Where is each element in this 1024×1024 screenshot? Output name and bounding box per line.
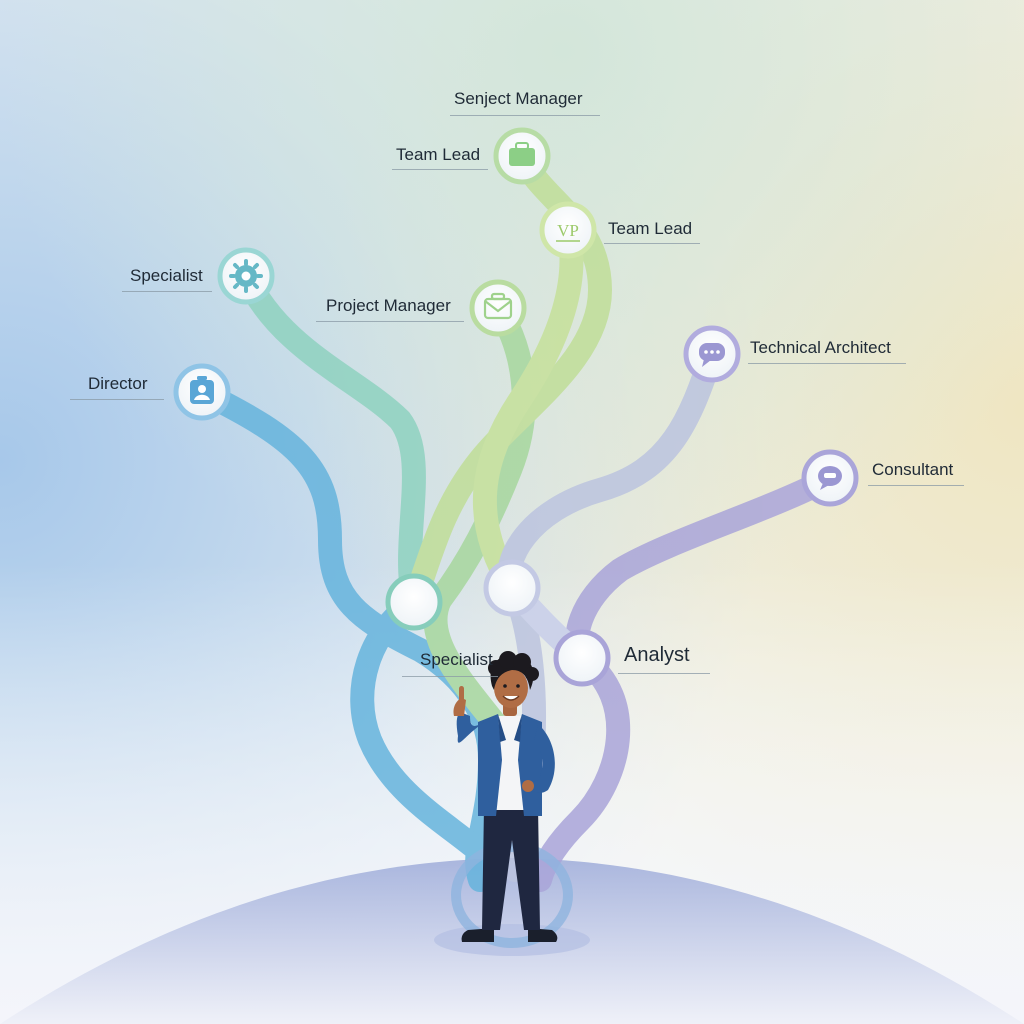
label-director: Director (88, 374, 148, 393)
underline (748, 363, 906, 364)
label-project-manager: Project Manager (326, 296, 451, 315)
briefcase-icon (509, 142, 535, 166)
label-specialist-mid: Specialist (420, 650, 493, 669)
node-team-lead-top[interactable] (493, 127, 551, 185)
node-junction-left[interactable] (385, 573, 443, 631)
underline (392, 169, 488, 170)
vp-badge-icon: VP (557, 221, 579, 240)
label-analyst: Analyst (624, 644, 690, 666)
label-consultant: Consultant (872, 460, 954, 479)
envelope-briefcase-icon (483, 292, 513, 320)
underline (450, 115, 600, 116)
label-technical-architect: Technical Architect (750, 338, 891, 357)
base-ring (451, 842, 573, 948)
node-analyst[interactable] (553, 629, 611, 687)
node-director[interactable] (173, 363, 231, 421)
node-project-manager[interactable] (469, 279, 527, 337)
speech-bubble-icon (699, 343, 725, 367)
underline (618, 673, 710, 674)
underline (868, 485, 964, 486)
label-team-lead-vp: Team Lead (608, 219, 693, 238)
id-badge-icon (190, 376, 214, 404)
underline (402, 676, 498, 677)
underline (604, 243, 700, 244)
node-consultant[interactable] (801, 449, 859, 507)
label-team-lead-top: Team Lead (396, 145, 481, 164)
gear-icon (229, 259, 263, 293)
label-senject-manager: Senject Manager (454, 89, 583, 108)
label-specialist-top: Specialist (130, 266, 203, 285)
chat-icon (818, 466, 842, 490)
node-junction-center[interactable] (483, 559, 541, 617)
path-vp (472, 218, 584, 600)
underline (316, 321, 464, 322)
underline (122, 291, 212, 292)
path-specialist (234, 264, 426, 614)
node-specialist-top[interactable] (217, 247, 275, 305)
node-technical-architect[interactable] (683, 325, 741, 383)
underline (70, 399, 164, 400)
path-base-loop (350, 590, 500, 872)
person-illustration (453, 651, 558, 942)
node-team-lead-vp[interactable]: VP (539, 201, 597, 259)
